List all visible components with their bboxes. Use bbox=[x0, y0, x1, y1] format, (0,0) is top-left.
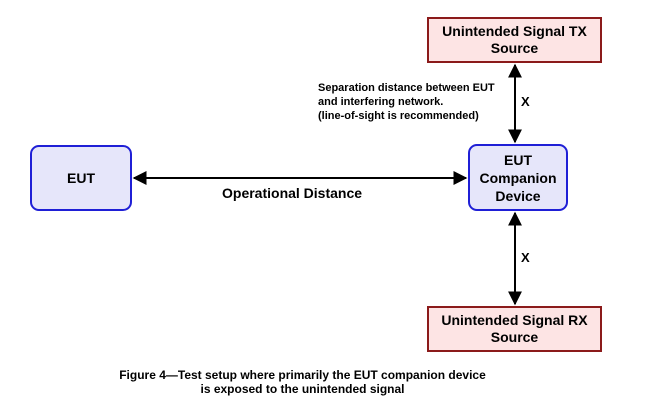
companion-device-label: EUT Companion Device bbox=[479, 151, 557, 204]
operational-distance-label: Operational Distance bbox=[222, 185, 363, 201]
unintended-signal-tx-source-box: Unintended Signal TX Source bbox=[427, 17, 602, 63]
eut-companion-device-box: EUT Companion Device bbox=[468, 144, 568, 211]
figure-caption: Figure 4—Test setup where primarily the … bbox=[119, 368, 486, 396]
eut-box: EUT bbox=[30, 145, 132, 211]
x-bottom-label: X bbox=[521, 250, 530, 265]
separation-distance-label: Separation distance between EUT and inte… bbox=[318, 82, 495, 122]
x-top-label: X bbox=[521, 94, 530, 109]
eut-label: EUT bbox=[67, 170, 95, 186]
unintended-signal-rx-source-box: Unintended Signal RX Source bbox=[427, 306, 602, 352]
rx-source-label: Unintended Signal RX Source bbox=[441, 312, 588, 345]
tx-source-label: Unintended Signal TX Source bbox=[442, 23, 587, 56]
